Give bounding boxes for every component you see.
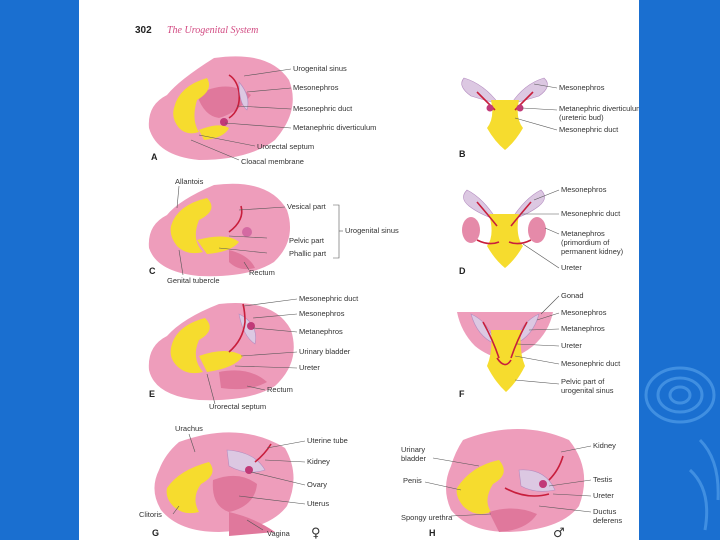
label-gonad: Gonad (561, 291, 584, 300)
label-mesonephric-duct: Mesonephric duct (299, 294, 359, 303)
panel-d-leader-lines (521, 189, 560, 269)
label-metanephros: Metanephros (561, 229, 605, 238)
page-number: 302 (135, 25, 152, 36)
label-ovary: Ovary (307, 480, 327, 489)
panel-h-leader-lines (424, 445, 592, 517)
female-symbol-icon: ♀ (311, 526, 321, 540)
label-urorectal-septum: Urorectal septum (257, 142, 314, 151)
panel-b: Mesonephros Metanephric diverticulum (ur… (459, 77, 639, 159)
label-ureter: Ureter (593, 491, 614, 500)
label-metanephric-diverticulum: Metanephric diverticulum (559, 104, 639, 113)
panel-a-leader-lines (190, 68, 292, 161)
label-testis: Testis (593, 475, 612, 484)
panel-letter: A (151, 152, 158, 162)
label-vagina: Vagina (267, 529, 291, 538)
label-metanephros: Metanephros (561, 324, 605, 333)
panel-b-illustration (461, 77, 548, 150)
panel-f-illustration (457, 312, 553, 392)
panel-g-leader-lines (172, 433, 306, 531)
label-pelvic-part: Pelvic part (289, 236, 325, 245)
male-symbol-icon: ♂ (553, 526, 565, 540)
page-title: The Urogenital System (167, 25, 258, 36)
label-metanephros: Metanephros (299, 327, 343, 336)
label-mesonephros: Mesonephros (293, 83, 339, 92)
panel-letter: E (149, 389, 155, 399)
label-vesical-part: Vesical part (287, 202, 327, 211)
panel-letter: F (459, 389, 465, 399)
label-ureteric-bud: (ureteric bud) (559, 113, 604, 122)
panel-g: Urachus Uterine tube Kidney Ovary Uterus… (139, 424, 348, 540)
panel-letter: H (429, 528, 436, 538)
label-allantois: Allantois (175, 177, 204, 186)
label-mesonephros: Mesonephros (561, 308, 607, 317)
panel-letter: D (459, 266, 466, 276)
label-primordium-of: (primordium of (561, 238, 610, 247)
panel-c-illustration (148, 183, 291, 277)
label-uterine-tube: Uterine tube (307, 436, 348, 445)
panel-h: Urinary bladder Penis Spongy urethra Kid… (401, 429, 622, 540)
panel-f-leader-lines (514, 295, 560, 385)
label-metanephric-diverticulum: Metanephric diverticulum (293, 123, 376, 132)
label-genital-tubercle: Genital tubercle (167, 276, 220, 285)
panel-g-illustration (154, 432, 294, 536)
label-mesonephros: Mesonephros (559, 83, 605, 92)
label-pelvic-part-of: Pelvic part of (561, 377, 605, 386)
panel-letter: B (459, 149, 466, 159)
panel-c: Allantois Vesical part Urogenital sinus … (148, 177, 399, 285)
label-kidney: Kidney (593, 441, 616, 450)
label-mesonephric-duct: Mesonephric duct (293, 104, 353, 113)
label-deferens: deferens (593, 516, 622, 525)
label-mesonephric-duct: Mesonephric duct (561, 209, 621, 218)
label-ureter: Ureter (299, 363, 320, 372)
panel-e-illustration (148, 303, 294, 401)
label-kidney: Kidney (307, 457, 330, 466)
label-phallic-part: Phallic part (289, 249, 327, 258)
label-rectum: Rectum (267, 385, 293, 394)
label-permanent-kidney: permanent kidney) (561, 247, 624, 256)
label-ureter: Ureter (561, 341, 582, 350)
panel-c-leader-lines (176, 185, 343, 276)
label-mesonephros: Mesonephros (561, 185, 607, 194)
panel-f: Gonad Mesonephros Metanephros Ureter Mes… (457, 291, 621, 399)
label-spongy-urethra: Spongy urethra (401, 513, 453, 522)
label-penis: Penis (403, 476, 422, 485)
figure-canvas: 302 The Urogenital System Urogenital sin… (135, 25, 639, 540)
label-mesonephric-duct: Mesonephric duct (559, 125, 619, 134)
label-clitoris: Clitoris (139, 510, 162, 519)
label-urinary: Urinary (401, 445, 425, 454)
panel-h-illustration (446, 429, 585, 532)
panel-a: Urogenital sinus Mesonephros Mesonephric… (148, 56, 376, 166)
label-urorectal-septum: Urorectal septum (209, 402, 266, 411)
label-mesonephros: Mesonephros (299, 309, 345, 318)
panel-d-illustration (462, 189, 546, 268)
label-ureter: Ureter (561, 263, 582, 272)
label-urogenital-sinus: Urogenital sinus (293, 64, 347, 73)
panel-d: Mesonephros Mesonephric duct Metanephros… (459, 185, 624, 276)
label-urinary-bladder: Urinary bladder (299, 347, 351, 356)
label-cloacal-membrane: Cloacal membrane (241, 157, 304, 166)
panel-letter: C (149, 266, 156, 276)
label-mesonephric-duct: Mesonephric duct (561, 359, 621, 368)
ripple-decoration (644, 366, 720, 531)
panel-e-leader-lines (206, 298, 298, 405)
label-urogenital-sinus: Urogenital sinus (345, 226, 399, 235)
label-bladder: bladder (401, 454, 427, 463)
label-urogenital-sinus: urogenital sinus (561, 386, 614, 395)
label-ductus: Ductus (593, 507, 617, 516)
panel-letter: G (152, 528, 159, 538)
textbook-page: 302 The Urogenital System Urogenital sin… (79, 0, 639, 540)
panel-b-leader-lines (514, 83, 558, 131)
label-rectum: Rectum (249, 268, 275, 277)
label-urachus: Urachus (175, 424, 203, 433)
label-uterus: Uterus (307, 499, 329, 508)
panel-e: Mesonephric duct Mesonephros Metanephros… (148, 294, 359, 411)
